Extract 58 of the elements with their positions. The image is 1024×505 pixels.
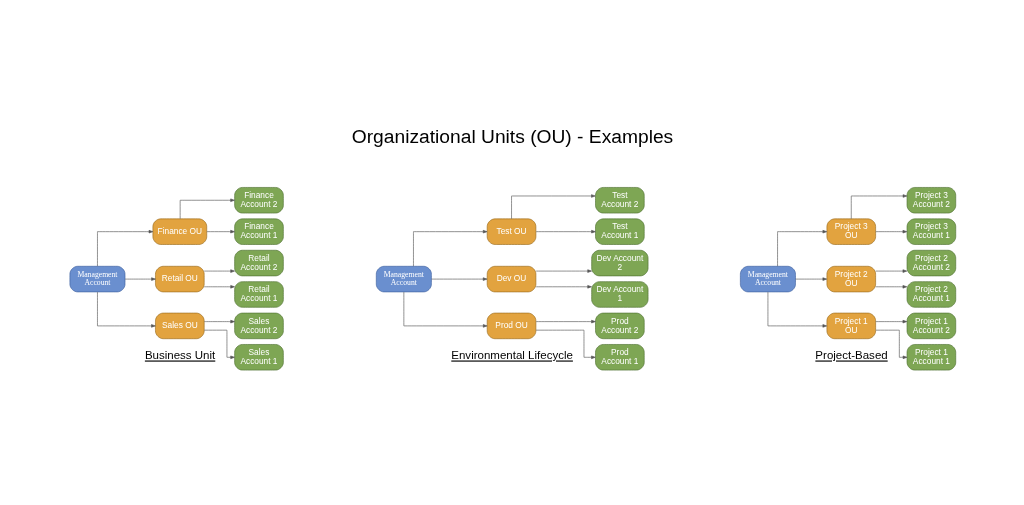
node-box: Finance OU: [152, 218, 207, 245]
arrow: [535, 329, 596, 359]
node-box: Dev Account 1: [590, 281, 648, 308]
arrow: [874, 285, 907, 289]
arrow: [430, 277, 487, 281]
node-box: Retail Account 2: [233, 249, 284, 277]
arrow: [875, 329, 907, 359]
node-box: Retail Account 1: [233, 281, 284, 308]
arrow: [203, 269, 235, 273]
node-box: Finance Account 2: [233, 187, 284, 214]
node-box: Project 2 Account 1: [906, 281, 956, 308]
node-box: Retail OU: [154, 265, 204, 293]
arrow: [124, 277, 156, 281]
node-box: Project 2 OU: [826, 265, 876, 293]
node-box: Project 1 OU: [826, 312, 876, 340]
arrow: [403, 291, 487, 328]
label: Environmental Lifecycle: [450, 349, 573, 362]
node-box: Project 1 Account 1: [906, 344, 956, 371]
diagram-title: Organizational Units (OU) - Examples: [351, 125, 673, 147]
arrow: [874, 319, 907, 324]
node-box: Project 1 Account 2: [906, 312, 956, 340]
label: Business Unit: [144, 349, 215, 362]
arrow: [850, 194, 907, 220]
node-box: Prod OU: [486, 312, 536, 340]
node-box: Prod Account 2: [594, 312, 645, 340]
node-box: Sales Account 1: [233, 344, 284, 371]
arrow: [412, 230, 487, 267]
node-box: Test Account 1: [594, 218, 645, 245]
node-box: Finance Account 1: [233, 218, 284, 245]
node-box: Dev OU: [486, 265, 536, 293]
arrow: [510, 194, 596, 220]
label: Project-Based: [814, 349, 888, 362]
arrow: [203, 285, 235, 289]
arrow: [96, 291, 156, 328]
node-box: Sales Account 2: [233, 312, 284, 340]
node-box: Dev Account 2: [590, 249, 648, 277]
arrow: [535, 269, 592, 273]
node-box: Project 2 Account 2: [906, 249, 956, 277]
arrow: [794, 277, 827, 281]
node-box: Sales OU: [154, 312, 204, 340]
arrow: [203, 329, 235, 359]
arrow: [203, 319, 235, 324]
arrow: [96, 230, 153, 267]
arrow: [179, 198, 235, 220]
arrow: [535, 319, 596, 324]
arrow: [874, 230, 907, 234]
node-box: Prod Account 1: [594, 344, 645, 371]
node-box: Project 3 Account 2: [906, 187, 956, 214]
arrow: [535, 230, 596, 234]
node-box: Project 3 Account 1: [906, 218, 956, 245]
arrow: [767, 291, 827, 328]
arrow: [874, 269, 907, 273]
node-box: Test OU: [486, 218, 536, 245]
arrow: [206, 230, 235, 234]
node-box: Test Account 2: [594, 187, 645, 214]
arrow: [535, 285, 592, 289]
node-box: Project 3 OU: [826, 218, 876, 245]
arrow: [776, 230, 827, 267]
